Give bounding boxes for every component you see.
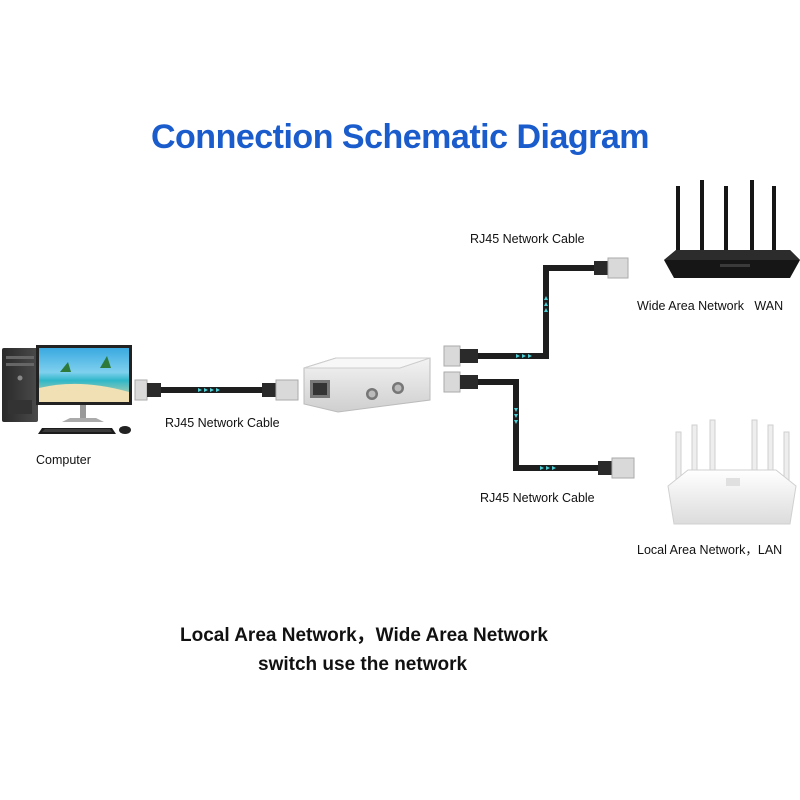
cable-switch-lan [443, 371, 635, 479]
rj45-connector-icon [594, 257, 629, 279]
computer-label: Computer [36, 453, 91, 467]
wan-router-icon [664, 180, 800, 278]
network-switch-icon [303, 357, 431, 413]
cable-lan-label: RJ45 Network Cable [480, 491, 595, 505]
monitor-icon [36, 345, 132, 422]
rj45-connector-icon [443, 345, 478, 367]
cable-switch-wan [443, 257, 629, 367]
wan-label: Wide Area Network WAN [637, 299, 784, 313]
mouse-icon [119, 426, 131, 434]
page-title: Connection Schematic Diagram [150, 118, 650, 156]
desktop-computer-icon [2, 348, 38, 422]
caption-line-1: Local Area Network，Wide Area Network [180, 625, 548, 646]
rj45-connector-icon [262, 379, 299, 401]
cable-wan-label: RJ45 Network Cable [470, 232, 585, 246]
cable-computer-label: RJ45 Network Cable [165, 416, 280, 430]
cable-computer-switch [134, 379, 299, 401]
rj45-connector-icon [443, 371, 478, 393]
lan-router-icon [667, 419, 797, 525]
rj45-connector-icon [598, 457, 635, 479]
caption-line-2: switch use the network [258, 654, 468, 675]
keyboard-icon [38, 428, 116, 434]
lan-label: Local Area Network，LAN [637, 543, 783, 557]
rj45-connector-icon [134, 379, 161, 401]
